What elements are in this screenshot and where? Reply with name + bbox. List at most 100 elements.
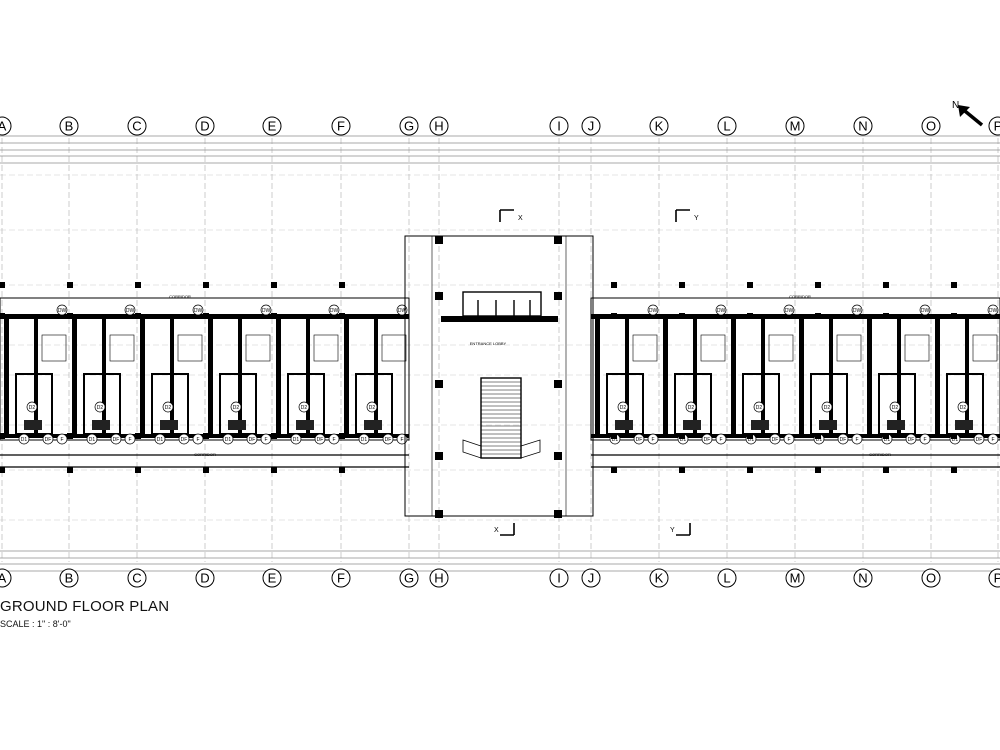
bathroom-fixture xyxy=(160,420,178,430)
window-tag: DW xyxy=(126,308,135,314)
grid-label: D xyxy=(200,119,209,134)
bathroom-block xyxy=(878,373,916,435)
partition-wall xyxy=(935,314,940,438)
bed-outline xyxy=(836,334,862,362)
window-tag-bubble xyxy=(192,304,204,316)
partition-wall xyxy=(625,314,629,438)
bathroom-fixture xyxy=(364,420,382,430)
door-tag-bubble xyxy=(26,401,38,413)
alcove-outline xyxy=(462,291,542,317)
wing-outline xyxy=(590,297,1000,441)
grid-bubble xyxy=(59,116,79,136)
partition-wall xyxy=(731,314,736,438)
plan-scale: SCALE : 1" : 8'-0" xyxy=(0,619,71,629)
corridor-label: CORRIDOR xyxy=(194,452,216,457)
bed-outline xyxy=(768,334,794,362)
door-tag: D1 xyxy=(157,437,164,443)
plan-title: GROUND FLOOR PLAN xyxy=(0,598,170,615)
door-tag: DF xyxy=(772,437,779,443)
grid-label: M xyxy=(790,571,801,586)
column xyxy=(0,433,5,439)
door-tag: F xyxy=(400,437,403,443)
door-tag: F xyxy=(332,437,335,443)
door-tag-bubble xyxy=(358,433,370,445)
column xyxy=(679,433,685,439)
bathroom-block xyxy=(219,373,257,435)
column xyxy=(135,313,141,319)
door-tag-bubble xyxy=(86,433,98,445)
door-tag: F xyxy=(651,437,654,443)
door-tag-bubble xyxy=(647,433,659,445)
column xyxy=(435,292,443,300)
grid-lines xyxy=(0,138,1000,562)
bed-outline xyxy=(177,334,203,362)
grid-label: E xyxy=(268,571,277,586)
door-tag: F xyxy=(719,437,722,443)
wing-outline xyxy=(0,297,410,441)
bathroom-block xyxy=(946,373,984,435)
partition-wall xyxy=(170,314,174,438)
door-tag-bubble xyxy=(617,401,629,413)
door-tag: D2 xyxy=(369,405,376,411)
grid-label: C xyxy=(132,571,141,586)
bathroom-block xyxy=(151,373,189,435)
window-tag-bubble xyxy=(783,304,795,316)
grid-label: G xyxy=(404,571,414,586)
bed-outline xyxy=(109,334,135,362)
columns xyxy=(0,236,957,518)
column xyxy=(815,467,821,473)
corridor-label: CORRIDOR xyxy=(169,294,191,299)
bathroom-fixture xyxy=(751,420,769,430)
column xyxy=(339,433,345,439)
door-tag: F xyxy=(855,437,858,443)
grid-bubble xyxy=(921,116,941,136)
door-tag-bubble xyxy=(162,401,174,413)
bed-outline xyxy=(632,334,658,362)
bathroom-fixture xyxy=(615,420,633,430)
window-tag: DW xyxy=(921,308,930,314)
partition-wall xyxy=(72,314,77,438)
column xyxy=(67,313,73,319)
door-tag: DF xyxy=(908,437,915,443)
bed-outline xyxy=(381,334,407,362)
grid-label: A xyxy=(0,119,7,134)
bathroom-block xyxy=(810,373,848,435)
bathroom-block xyxy=(15,373,53,435)
bathroom-fixture xyxy=(24,420,42,430)
column xyxy=(883,467,889,473)
bathroom-block xyxy=(674,373,712,435)
door-tag: DF xyxy=(45,437,52,443)
bathroom-block xyxy=(287,373,325,435)
section-mark-label: X xyxy=(518,215,523,222)
grid-bubble xyxy=(717,568,737,588)
grid-bubble xyxy=(262,568,282,588)
door-tag: D1 xyxy=(89,437,96,443)
window-tag: DW xyxy=(262,308,271,314)
partition-wall xyxy=(306,314,310,438)
window-tag-bubble xyxy=(919,304,931,316)
door-tag: DF xyxy=(976,437,983,443)
door-tag-bubble xyxy=(246,433,258,445)
column xyxy=(951,433,957,439)
grid-bubble xyxy=(988,116,1000,136)
section-mark xyxy=(500,523,515,536)
door-tag: D1 xyxy=(612,437,619,443)
grid-label: I xyxy=(557,119,561,134)
section-mark-label: X xyxy=(494,527,499,534)
column xyxy=(554,236,562,244)
bathroom-block xyxy=(355,373,393,435)
window-tag: DW xyxy=(58,308,67,314)
column xyxy=(435,236,443,244)
grid-label: I xyxy=(557,571,561,586)
grid-label: L xyxy=(723,119,730,134)
column xyxy=(0,467,5,473)
door-tag: DF xyxy=(840,437,847,443)
column xyxy=(203,313,209,319)
partition-wall xyxy=(4,314,9,438)
column xyxy=(554,510,562,518)
column xyxy=(747,433,753,439)
window-tag: DW xyxy=(717,308,726,314)
door-tag: D2 xyxy=(620,405,627,411)
door-tag: D1 xyxy=(361,437,368,443)
door-tag: DF xyxy=(636,437,643,443)
